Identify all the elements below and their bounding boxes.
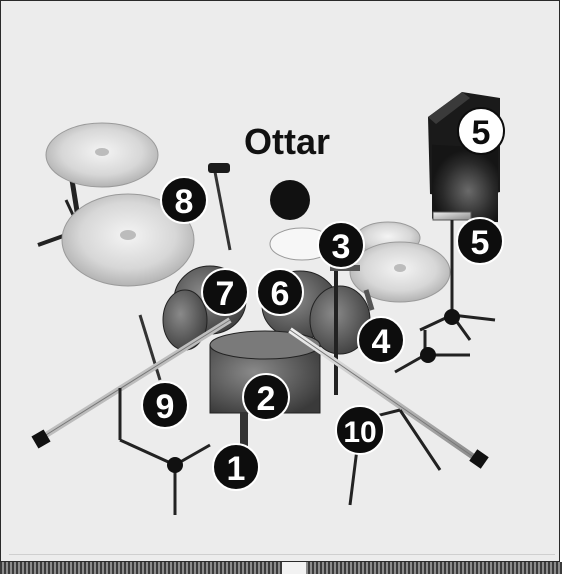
badge-9-label: 9 xyxy=(156,388,175,426)
bottom-strip-gap xyxy=(282,562,306,574)
hihat-right xyxy=(349,221,451,303)
badge-9: 9 xyxy=(141,381,189,429)
badge-2: 2 xyxy=(242,373,290,421)
kit-title: Ottar xyxy=(244,121,331,162)
ride-cymbal-left xyxy=(61,193,195,287)
badge-4-label: 4 xyxy=(372,323,391,361)
badge-1: 1 xyxy=(212,443,260,491)
boom-mic-stand-right xyxy=(288,327,489,506)
badge-5-stand: 5 xyxy=(456,217,504,265)
badge-10: 10 xyxy=(335,405,385,455)
badge-8: 8 xyxy=(160,176,208,224)
overhead-mic-stand xyxy=(208,163,232,251)
badge-7-label: 7 xyxy=(216,275,235,313)
badge-7: 7 xyxy=(201,268,249,316)
badge-8-label: 8 xyxy=(175,183,194,221)
badge-1-label: 1 xyxy=(227,450,246,488)
badge-3-label: 3 xyxy=(332,228,351,266)
drum-throne xyxy=(269,180,335,261)
badge-6-label: 6 xyxy=(271,275,290,313)
badge-3: 3 xyxy=(317,221,365,269)
badge-4: 4 xyxy=(357,316,405,364)
bottom-strip xyxy=(0,562,562,574)
boom-mic-stand-left xyxy=(31,317,232,515)
badge-6: 6 xyxy=(256,268,304,316)
badge-2-label: 2 xyxy=(257,380,276,418)
badge-10-label: 10 xyxy=(343,416,376,449)
speaker-mic-stand xyxy=(394,211,496,374)
badge-5-stand-label: 5 xyxy=(471,224,490,262)
badge-5-speaker: 5 xyxy=(457,107,505,155)
badge-5-speaker-label: 5 xyxy=(472,114,491,152)
